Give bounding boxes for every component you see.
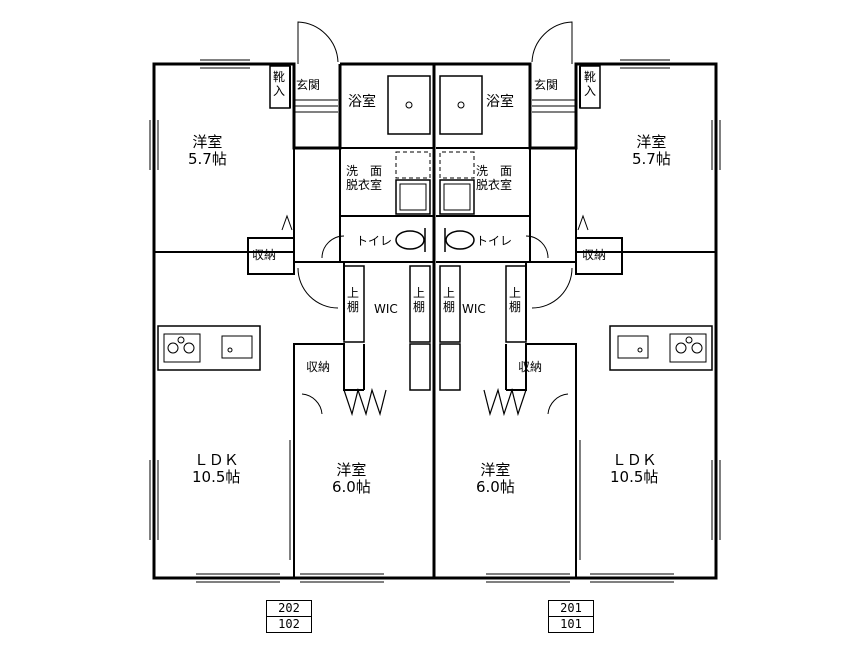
left-washroom-label: 洗 面脱衣室 bbox=[346, 164, 383, 192]
right-wic-label: WIC bbox=[462, 302, 486, 316]
left-shelf-a-label: 上棚 bbox=[347, 286, 360, 314]
right-bath-label: 浴室 bbox=[486, 94, 514, 110]
left-toilet-label: トイレ bbox=[356, 234, 393, 248]
left-wic-label: WIC bbox=[374, 302, 398, 316]
right-unit-walls bbox=[436, 21, 721, 583]
right-washroom-label: 洗 面脱衣室 bbox=[476, 164, 513, 192]
right-unit-number: 201 101 bbox=[548, 600, 594, 633]
left-bath-label: 浴室 bbox=[348, 94, 376, 110]
left-storage-b-label: 収納 bbox=[306, 360, 331, 374]
right-entrance-label: 玄関 bbox=[534, 78, 559, 92]
left-shelf-b-label: 上棚 bbox=[413, 286, 426, 314]
right-storage-b-label: 収納 bbox=[518, 360, 543, 374]
right-storage-a-label: 収納 bbox=[582, 248, 607, 262]
left-unit-number: 202 102 bbox=[266, 600, 312, 633]
left-unit-walls bbox=[149, 21, 434, 583]
left-shoe-label: 靴入 bbox=[273, 70, 286, 98]
right-shelf-a-label: 上棚 bbox=[443, 286, 456, 314]
right-toilet-label: トイレ bbox=[476, 234, 513, 248]
left-storage-a-label: 収納 bbox=[252, 248, 277, 262]
right-shoe-label: 靴入 bbox=[584, 70, 597, 98]
right-shelf-b-label: 上棚 bbox=[509, 286, 522, 314]
left-entrance-label: 玄関 bbox=[296, 78, 321, 92]
